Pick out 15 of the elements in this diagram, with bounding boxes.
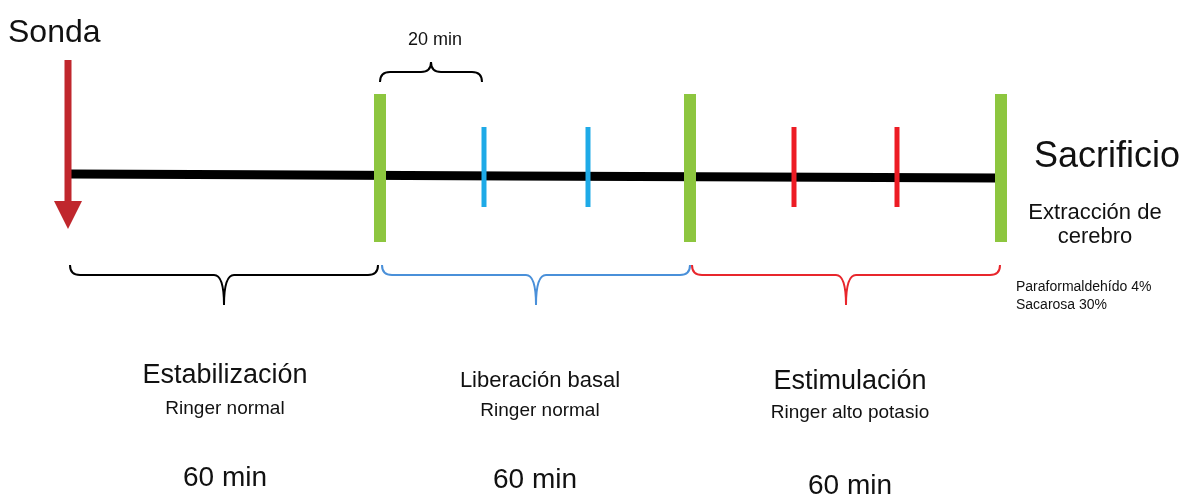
title-label: Sonda bbox=[8, 14, 102, 50]
duration-label: 60 min bbox=[491, 464, 578, 495]
event-note: Extracción de cerebro bbox=[1027, 200, 1163, 249]
solution-label: Sacarosa 30% bbox=[1016, 297, 1109, 313]
solution-label: Ringer normal bbox=[164, 398, 286, 419]
event-label: Sacrificio bbox=[1032, 135, 1181, 175]
solution-label: Paraformaldehído 4% bbox=[1016, 279, 1153, 295]
solution-label: Ringer normal bbox=[479, 400, 601, 421]
phase-label: Liberación basal bbox=[458, 368, 622, 393]
phase-label: Estabilización bbox=[141, 360, 309, 390]
duration-label: 20 min bbox=[407, 30, 463, 50]
duration-label: 60 min bbox=[181, 462, 268, 493]
duration-label: 60 min bbox=[806, 470, 893, 500]
solution-label: Ringer alto potasio bbox=[769, 402, 931, 423]
phase-label: Estimulación bbox=[772, 366, 928, 396]
